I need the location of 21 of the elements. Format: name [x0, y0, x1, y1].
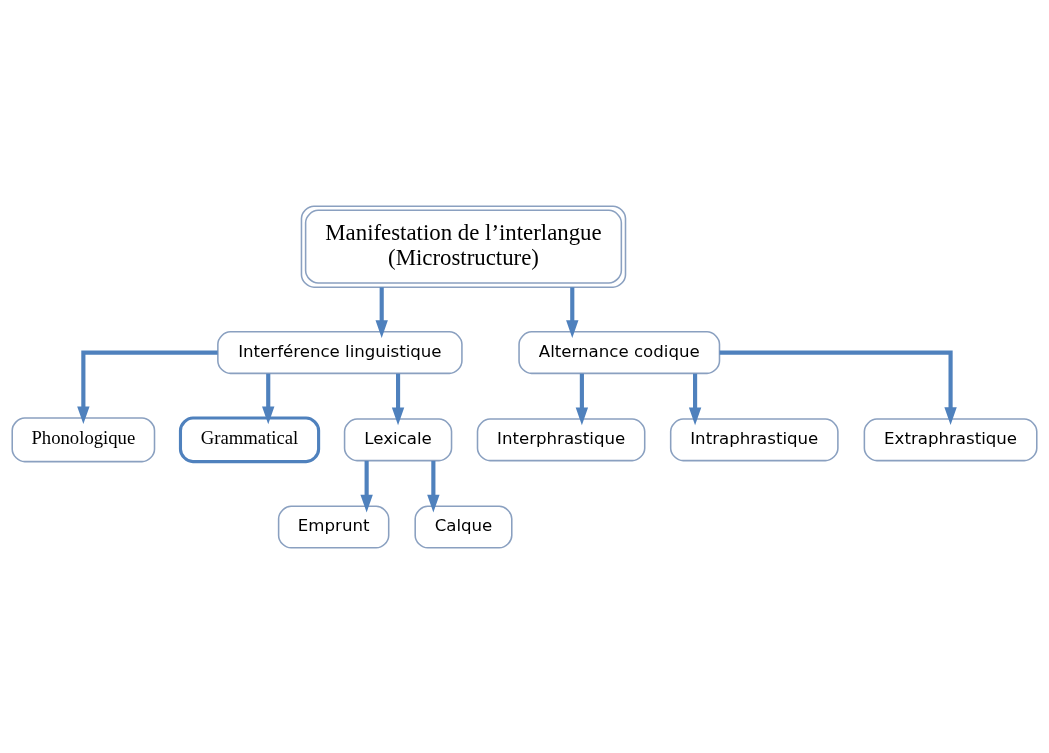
arrow: [375, 286, 388, 338]
arrow: [262, 373, 275, 424]
node-box: Interférence linguistique: [217, 330, 463, 374]
arrow: [427, 460, 440, 512]
node-box: Extraphrastique: [863, 417, 1038, 461]
node-box: Intraphrastique: [669, 417, 839, 461]
node-box: Interphrastique: [476, 417, 646, 461]
node-box: Grammatical: [178, 415, 321, 463]
node-box: Lexicale: [343, 417, 453, 461]
arrow: [719, 350, 957, 425]
node-box: Alternance codique: [518, 330, 721, 374]
node-box: Phonologique: [11, 416, 156, 462]
node-box: Manifestation de l’interlangue (Microstructure): [300, 204, 627, 288]
arrow: [77, 350, 218, 424]
node-box: Emprunt: [277, 505, 390, 549]
arrow: [360, 460, 373, 512]
arrow: [391, 373, 405, 425]
node-box: Calque: [414, 505, 513, 549]
arrow: [566, 286, 579, 338]
arrow: [688, 373, 702, 425]
arrow: [575, 373, 589, 425]
